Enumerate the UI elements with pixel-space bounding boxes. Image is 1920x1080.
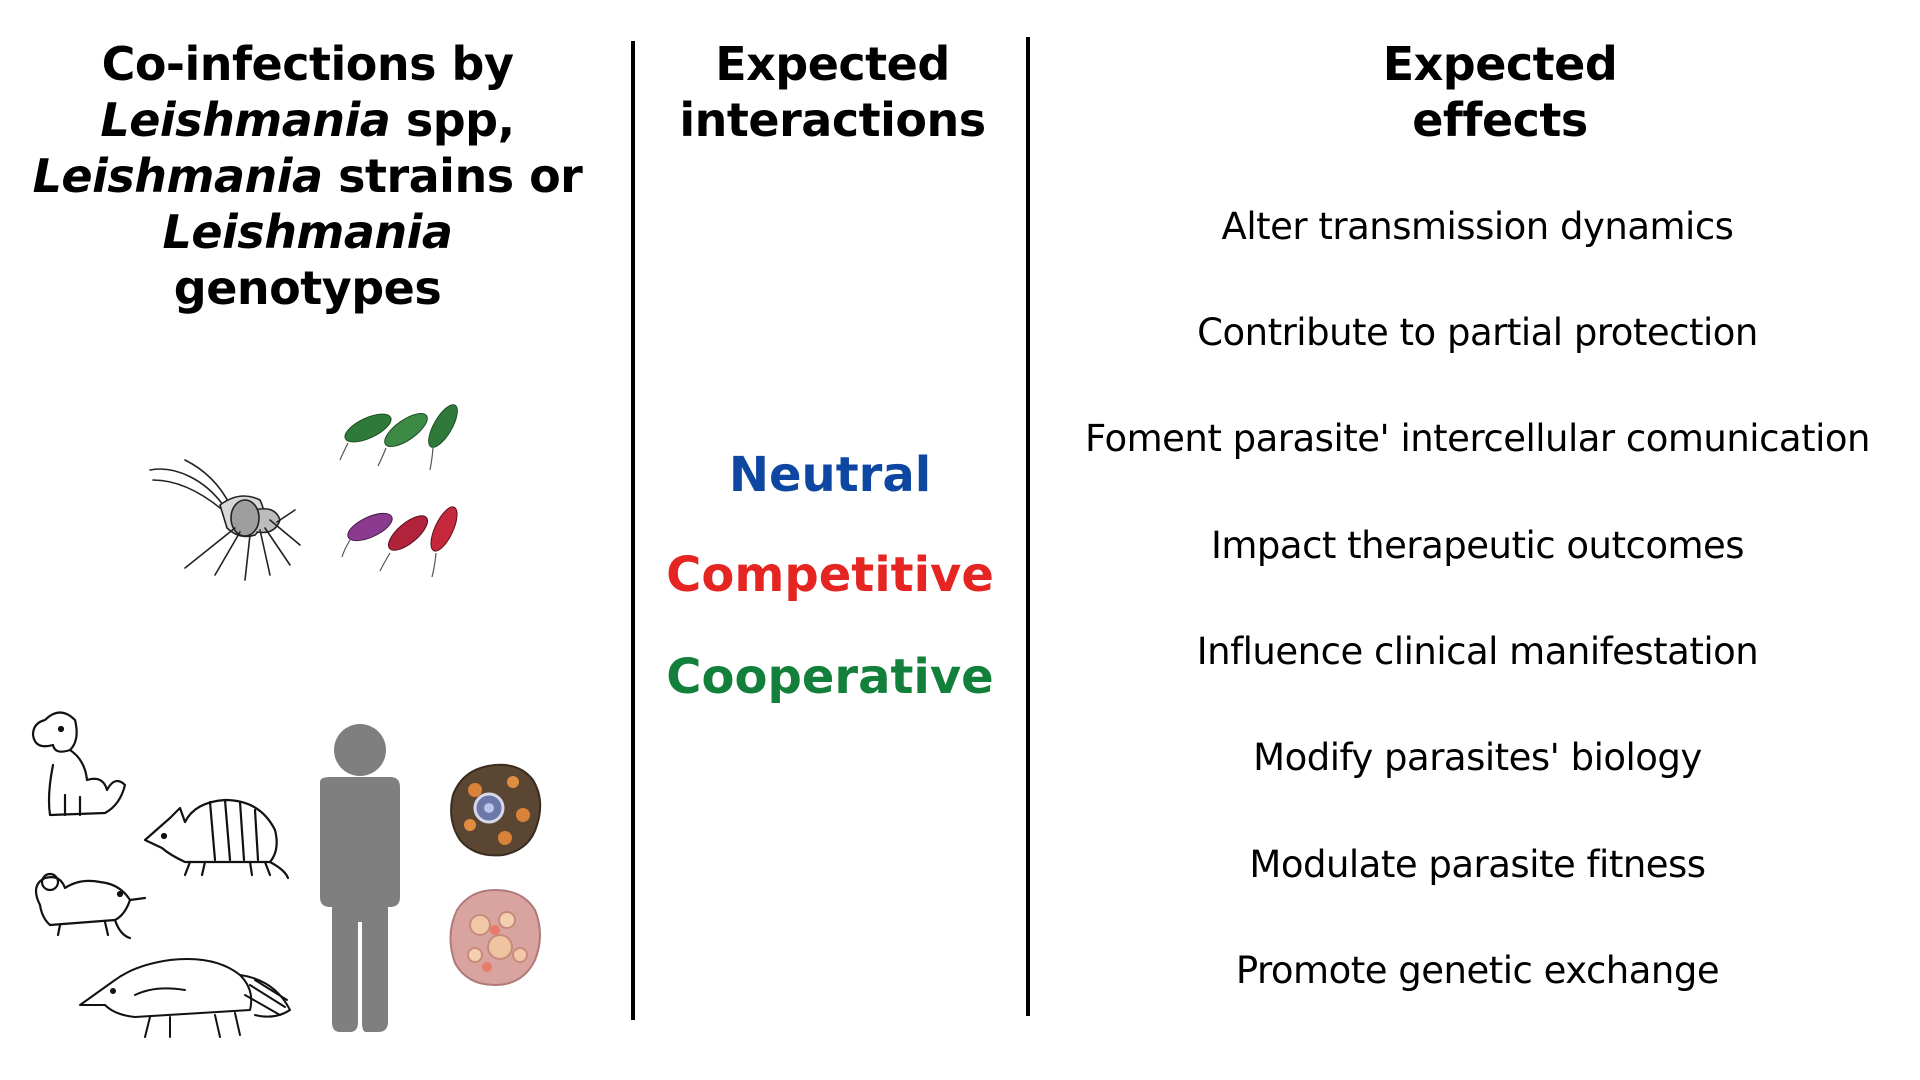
interactions-title: Expected interactions [650,36,1015,148]
effect-item: Contribute to partial protection [1197,311,1758,354]
effect-item: Foment parasite' intercellular comunicat… [1085,417,1870,460]
armadillo-icon [143,798,290,880]
title-line-5: genotypes [20,260,595,316]
mouse-icon [34,872,147,940]
effects-title: Expected effects [1230,36,1770,148]
interactions-title-line-1: Expected [715,37,950,91]
title-line-5-text: genotypes [173,261,442,315]
coinfection-title: Co-infections by Leishmania spp, Leishma… [20,36,595,316]
effects-title-line-1: Expected [1382,37,1618,91]
title-line-3-text: strains or [322,149,583,203]
interaction-competitive: Competitive [666,547,994,603]
interaction-cooperative: Cooperative [666,649,994,705]
anteater-icon [79,958,291,1038]
effects-title-line-2: effects [1412,93,1588,147]
effect-item: Influence clinical manifestation [1196,630,1759,673]
sandfly-icon [149,459,301,581]
effect-item: Promote genetic exchange [1235,949,1720,992]
effect-item: Impact therapeutic outcomes [1210,524,1745,567]
effect-item: Modulate parasite fitness [1249,843,1706,886]
title-line-4-italic: Leishmania [162,205,453,259]
title-line-3: Leishmania strains or [20,148,595,204]
title-line-3-italic: Leishmania [32,149,323,203]
interactions-title-line-2: interactions [679,93,986,147]
title-line-4: Leishmania [20,204,595,260]
infected-macrophage-icon [450,763,542,857]
title-line-2-italic: Leishmania [100,93,391,147]
interaction-neutral: Neutral [728,447,932,503]
title-line-1-text: Co-infections by [101,37,514,91]
effect-item: Modify parasites' biology [1253,736,1702,779]
green-promastigotes-icon [339,404,458,471]
dog-icon [31,711,127,817]
title-line-2: Leishmania spp, [20,92,595,148]
infected-cell-icon [449,888,541,987]
title-line-1: Co-infections by [20,36,595,92]
effect-item: Alter transmission dynamics [1221,205,1734,248]
red-purple-promastigotes-icon [341,506,458,578]
column-divider-left [631,41,635,1020]
human-silhouette-icon [320,724,400,1032]
column-divider-right [1026,37,1030,1016]
title-line-2-text: spp, [390,93,515,147]
